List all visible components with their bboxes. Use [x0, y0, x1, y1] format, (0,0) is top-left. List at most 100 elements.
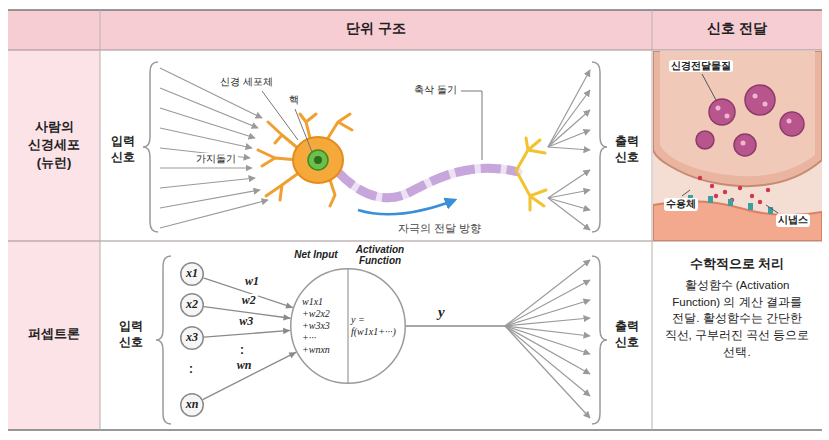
axon-terminals: [518, 174, 546, 210]
leader-line: [295, 109, 312, 152]
output-arrows: [505, 318, 590, 326]
axon: [338, 168, 518, 198]
output-arrows: [548, 190, 590, 198]
synapse-illustration: [653, 51, 822, 186]
arrow-head: [283, 328, 290, 334]
input-node: x2: [180, 293, 204, 317]
arrow-head: [289, 352, 297, 358]
arrow-head: [283, 314, 290, 320]
cell-body: [293, 137, 343, 183]
node-text: x2: [180, 298, 204, 312]
synapse-illustration: [714, 194, 718, 198]
synapse-illustration: [725, 114, 730, 119]
table-grid: [8, 50, 100, 430]
output-arrows: [548, 70, 590, 230]
output-arrows: [548, 170, 590, 198]
output-arrows: [505, 326, 590, 396]
synapse-illustration: [660, 51, 815, 176]
node-text: x3: [180, 331, 204, 345]
node-text: x1: [180, 267, 204, 281]
row-header: 퍼셉트론: [8, 326, 100, 342]
output-bracket: [592, 62, 607, 232]
synapse-illustration: [653, 51, 822, 241]
synapse-illustration: [728, 199, 733, 206]
synapse-illustration: [709, 99, 735, 125]
output-line: [406, 325, 505, 327]
synapse-illustration: [750, 194, 754, 198]
weight-label: w2: [240, 294, 258, 307]
node-text: Activation Function: [348, 244, 412, 266]
table-grid: [8, 9, 822, 11]
output-arrows: [548, 130, 590, 147]
input-arrows: [160, 190, 260, 208]
output-label: 출력 신호: [612, 133, 642, 165]
part-label: 신경 세포체: [218, 76, 275, 89]
synapse-illustration: [763, 102, 768, 107]
output-bracket: [592, 256, 607, 424]
synapse-illustration: [710, 184, 714, 188]
synapse-illustration: [698, 176, 702, 180]
arrow-head: [285, 302, 293, 308]
ellipsis-mark: :: [189, 362, 193, 377]
table-grid: [8, 10, 822, 50]
output-arrows: [548, 70, 590, 147]
input-arrows: [160, 128, 252, 148]
synapse-illustration: [745, 85, 775, 115]
direction-label: 자극의 전달 방향: [398, 222, 481, 235]
output-arrows: [505, 326, 590, 374]
input-bracket: [156, 256, 171, 424]
perceptron-circle: Net InputActivation Functionw1x1 +w2x2 +…: [280, 244, 416, 384]
synapse-illustration: [766, 205, 778, 213]
output-arrows: [505, 280, 590, 326]
part-label: 가지돌기: [194, 153, 238, 166]
output-arrows: [505, 260, 590, 418]
direction-arrow: [358, 200, 455, 214]
output-arrows: [548, 198, 590, 210]
connector: [203, 352, 297, 399]
dendrites: [328, 114, 352, 138]
input-arrows: [160, 68, 268, 228]
synapse-illustration: [716, 106, 721, 111]
output-arrows: [548, 110, 590, 147]
input-bracket: [143, 62, 158, 232]
dendrites: [258, 150, 298, 166]
synapse-illustration: [738, 186, 742, 190]
axon: [338, 168, 518, 198]
part-label: 신경전달물질: [669, 60, 733, 72]
node-text: Net Input: [286, 249, 346, 260]
cell-heading: 수학적으로 처리: [652, 256, 822, 272]
row-header: 사람의 신경세포 (뉴런): [16, 118, 92, 173]
table-grid: [8, 429, 822, 431]
table-grid: [100, 10, 101, 430]
output-bracket: [592, 62, 607, 232]
input-label: 입력 신호: [116, 318, 146, 350]
node-outline: [181, 263, 204, 286]
synapse-illustration: [780, 112, 804, 136]
node-text: y = f(w1x1+···): [351, 314, 403, 338]
output-arrows: [548, 90, 590, 147]
synapse-illustration: [708, 196, 713, 203]
column-header: 단위 구조: [100, 20, 652, 38]
connector-line: [204, 330, 290, 337]
input-node: xn: [180, 393, 204, 417]
part-label: 시냅스: [776, 214, 810, 227]
input-bracket: [156, 256, 171, 424]
cell-body: [314, 156, 322, 164]
input-bracket: [143, 62, 158, 232]
node-text: xn: [180, 398, 204, 412]
connector: [204, 328, 290, 337]
table-grid: [652, 10, 653, 430]
output-arrows: [505, 326, 590, 418]
synapse-illustration: [682, 190, 690, 196]
synapse-illustration: [748, 203, 753, 210]
dendrites: [266, 172, 300, 200]
direction-arrow: [358, 200, 455, 214]
node-outline: [291, 269, 406, 384]
synapse-illustration: [787, 119, 792, 124]
input-arrows: [160, 88, 258, 128]
output-arrows: [505, 326, 590, 336]
weight-label: w3: [237, 315, 255, 328]
synapse-illustration: [741, 141, 746, 146]
axon-terminals: [516, 138, 546, 210]
